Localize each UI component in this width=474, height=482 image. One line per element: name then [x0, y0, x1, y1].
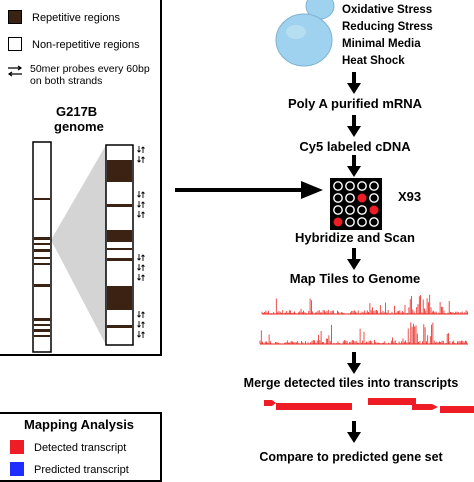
condition-minimal-media: Minimal Media — [342, 38, 421, 50]
non-repetitive-swatch — [8, 37, 22, 51]
repetitive-swatch — [8, 10, 22, 24]
non-repetitive-label: Non-repetitive regions — [32, 39, 140, 51]
step-compare: Compare to predicted gene set — [259, 450, 443, 464]
flow-arrow-to-array — [175, 181, 323, 199]
down-arrow-icon — [347, 421, 361, 443]
strand-arrows-icon — [7, 65, 23, 77]
merged-transcripts — [264, 398, 474, 413]
microarray-icon — [330, 178, 382, 230]
detected-transcript-label: Detected transcript — [34, 442, 127, 454]
step-cdna: Cy5 labeled cDNA — [299, 139, 411, 154]
step-mrna: Poly A purified mRNA — [287, 96, 423, 111]
condition-heat-shock: Heat Shock — [342, 55, 405, 67]
detected-transcript-swatch — [10, 440, 24, 454]
down-arrow-icon — [347, 155, 361, 177]
predicted-transcript-swatch — [10, 462, 24, 476]
down-arrow-icon — [347, 248, 361, 270]
condition-reducing-stress: Reducing Stress — [342, 21, 433, 33]
step-hybridize: Hybridize and Scan — [295, 230, 415, 245]
step-merge: Merge detected tiles into transcripts — [243, 376, 459, 390]
genome-title-line1: G217B — [56, 104, 98, 119]
genome-title-line2: genome — [54, 119, 104, 134]
condition-oxidative-stress: Oxidative Stress — [342, 4, 433, 16]
mapping-title: Mapping Analysis — [24, 417, 135, 432]
tiling-signal-tracks — [259, 294, 468, 345]
probe-note-line1: 50mer probes every 60bp — [30, 63, 150, 75]
predicted-transcript-label: Predicted transcript — [34, 464, 129, 476]
down-arrow-icon — [347, 115, 361, 137]
step-map-tiles: Map Tiles to Genome — [289, 271, 421, 286]
down-arrow-icon — [347, 72, 361, 94]
array-count: X93 — [398, 189, 422, 204]
yeast-cells-icon — [275, 0, 335, 67]
probe-note-line2: on both strands — [30, 75, 103, 87]
repetitive-label: Repetitive regions — [32, 12, 121, 24]
down-arrow-icon — [347, 352, 361, 374]
genome-illustration — [32, 141, 145, 353]
